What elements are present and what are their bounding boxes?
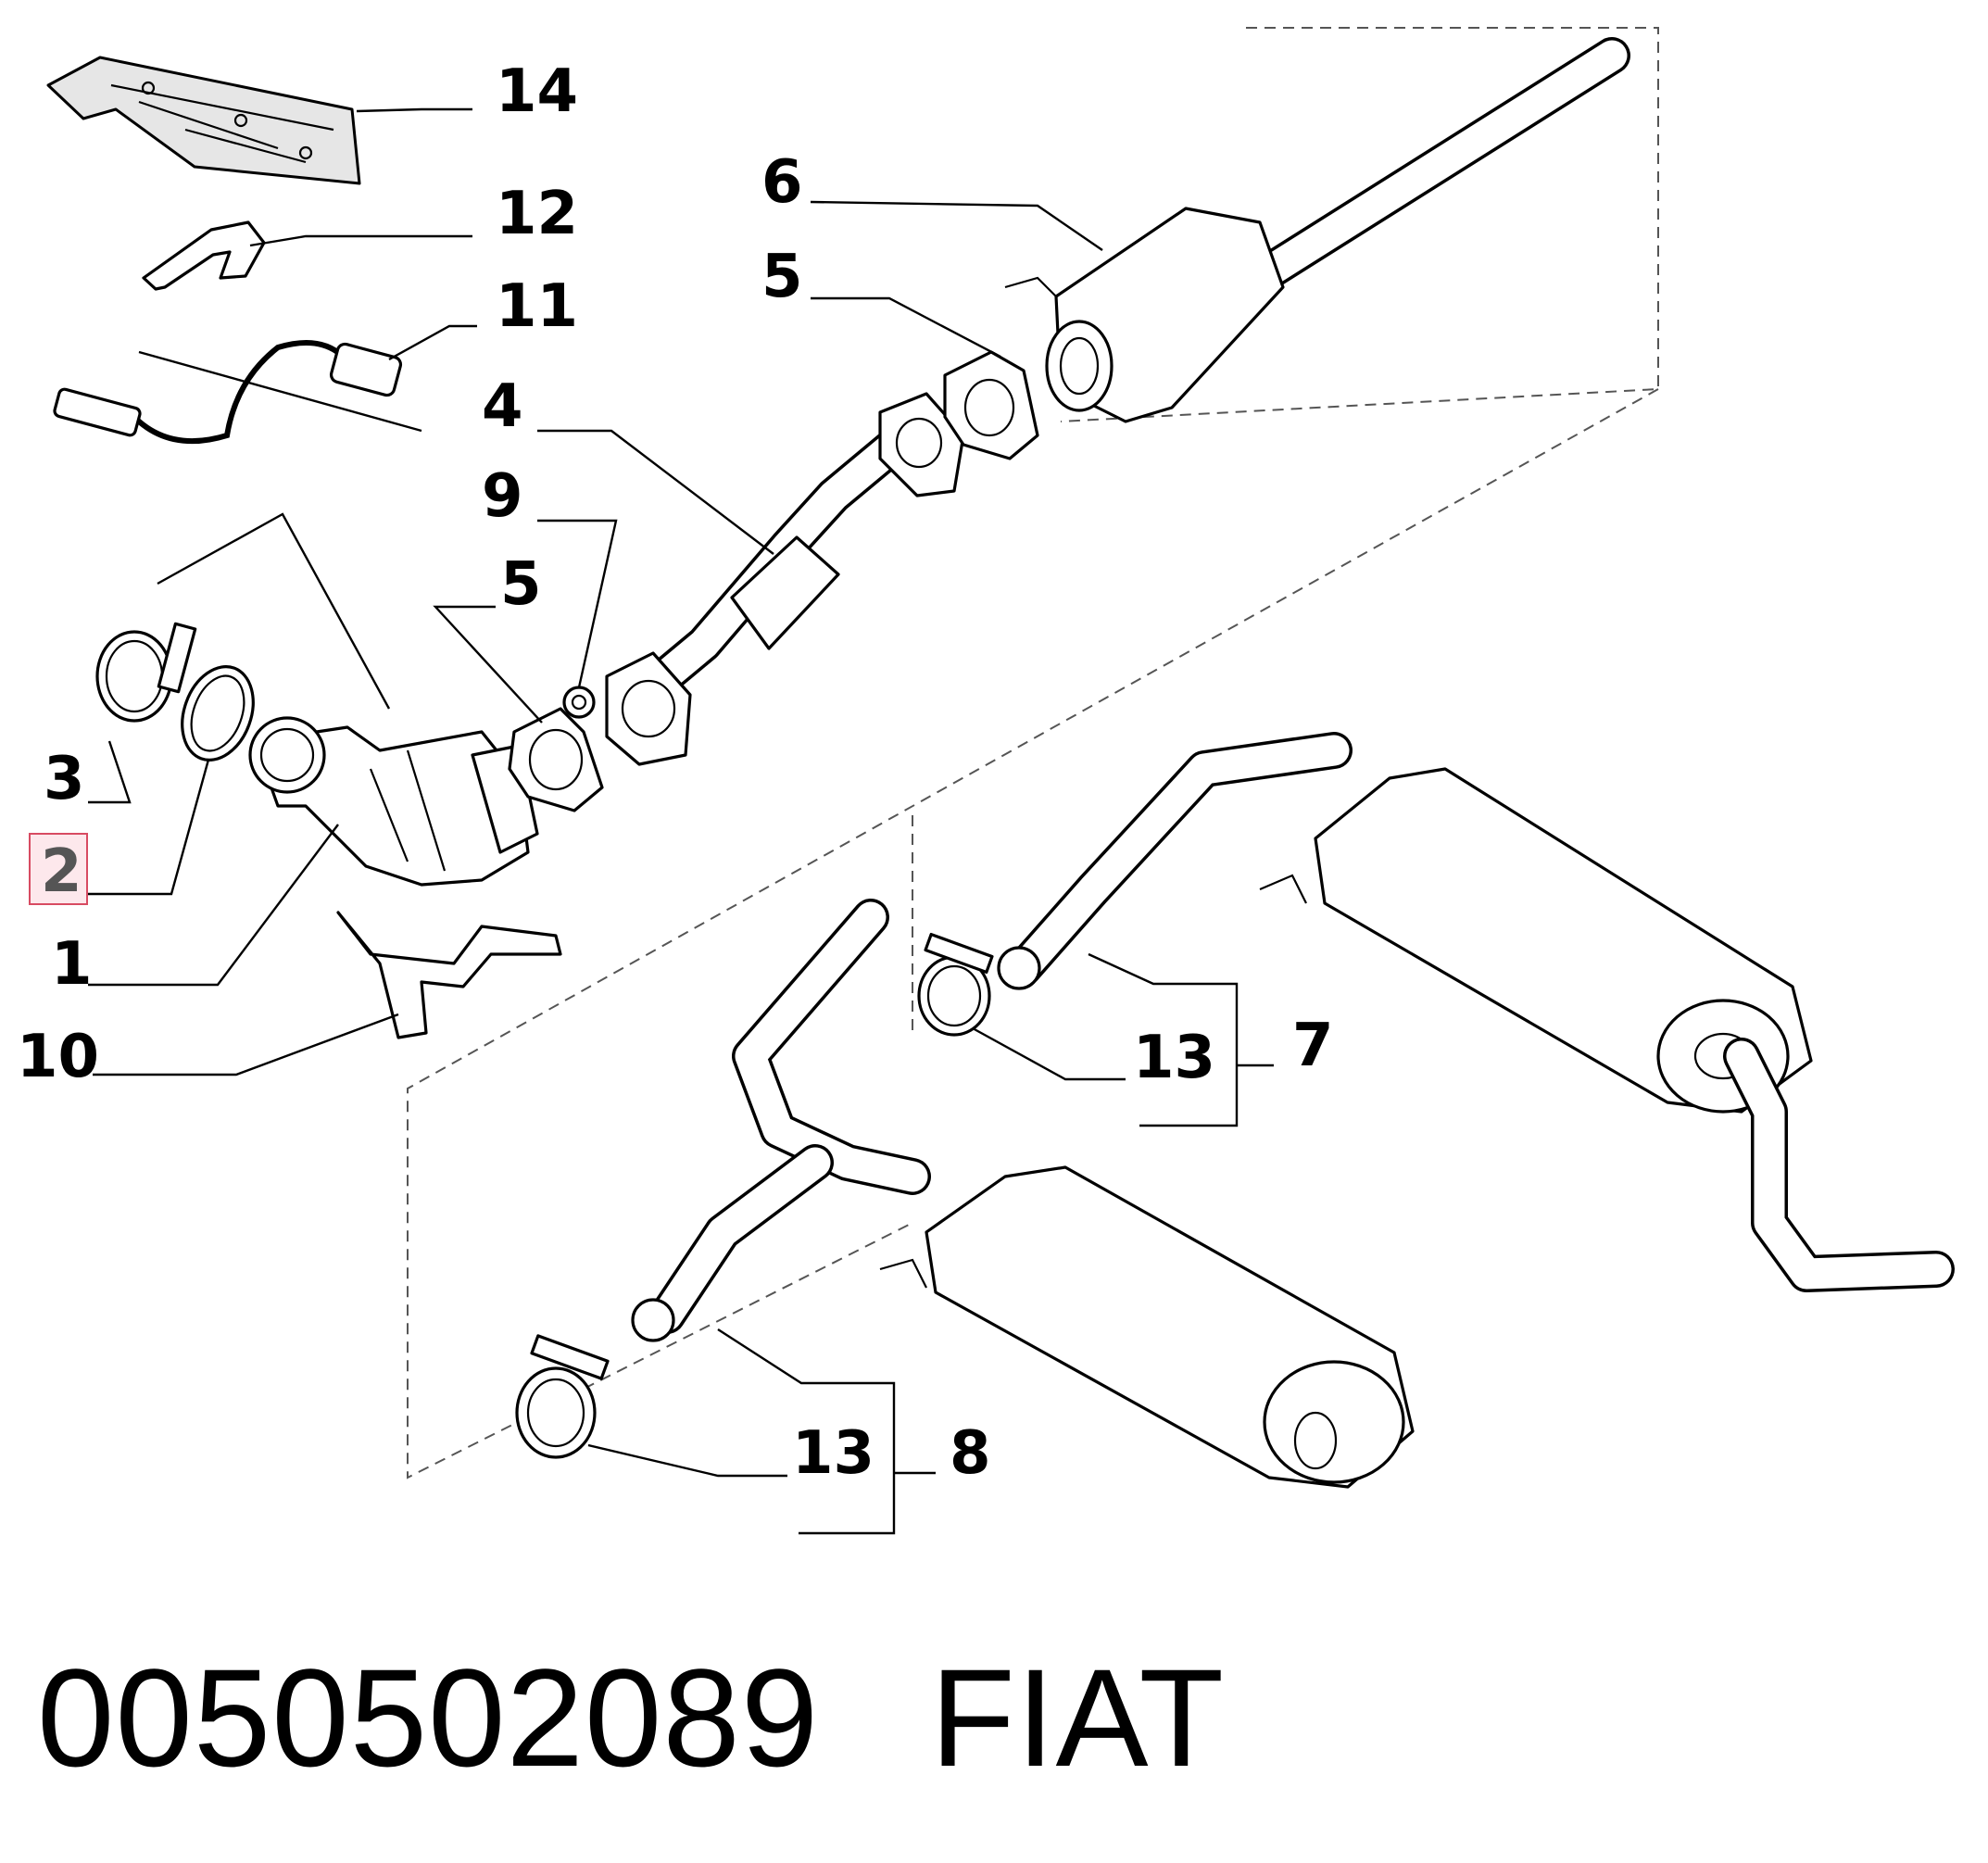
part-number: 0050502089 [37, 1640, 820, 1795]
callout-14: 14 [496, 57, 578, 126]
assembly-boundaries [407, 27, 1659, 1479]
callout-11: 11 [496, 272, 578, 341]
brand-name: FIAT [930, 1640, 1226, 1795]
bracket-part-12 [142, 220, 266, 291]
gasket-ring-part-2 [181, 665, 255, 762]
callout-8: 8 [950, 1419, 991, 1488]
intermediate-silencer-part-8 [631, 899, 1415, 1489]
callout-1: 1 [51, 930, 93, 999]
lambda-sensor-part-11 [53, 340, 403, 445]
callouts: 14 12 11 6 5 4 9 5 3 2 1 10 13 7 13 8 [17, 57, 1334, 1488]
front-pipe-part-4 [605, 392, 965, 766]
clamp-part-13-upper [917, 932, 994, 1037]
callout-9: 9 [482, 462, 523, 531]
clamp-part-3 [95, 622, 197, 723]
callout-13-upper: 13 [1133, 1024, 1215, 1092]
support-bracket-part-10 [336, 911, 562, 1039]
callout-10: 10 [17, 1023, 99, 1091]
part-caption: 0050502089 FIAT [37, 1638, 1225, 1798]
callout-2-highlighted[interactable]: 2 [41, 837, 82, 906]
callout-5-upper: 5 [761, 243, 803, 311]
callout-4: 4 [482, 372, 523, 441]
gasket-part-5-lower [508, 707, 604, 812]
boundary-6 [1060, 27, 1659, 422]
clamp-part-13-lower [515, 1334, 610, 1459]
particulate-filter-part-6 [1004, 37, 1630, 423]
catalytic-converter-part-1 [248, 716, 539, 887]
callout-12: 12 [496, 180, 578, 248]
callout-7: 7 [1292, 1012, 1334, 1080]
callout-5-lower: 5 [500, 550, 542, 619]
callout-13-lower: 13 [792, 1419, 874, 1488]
callout-6: 6 [761, 148, 803, 217]
nut-part-9 [562, 686, 596, 719]
callout-3: 3 [44, 745, 85, 813]
leader-lines [88, 107, 1274, 1535]
rear-silencer-part-7 [997, 732, 1955, 1292]
highlight-box [29, 833, 88, 905]
heat-shield-part-14 [46, 56, 361, 185]
